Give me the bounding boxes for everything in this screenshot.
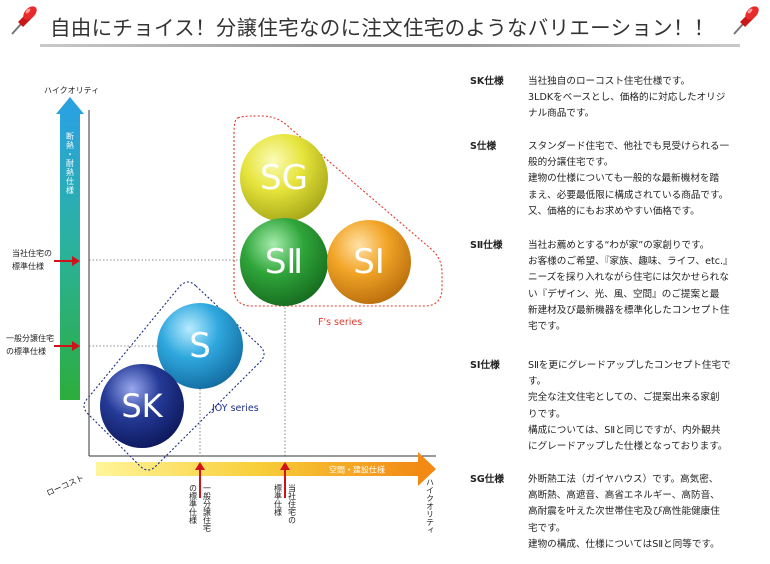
y-marker-arrowhead — [72, 256, 80, 266]
pushpin-icon — [733, 6, 759, 35]
spec-description: 当社お薦めとする“わが家”の家創りです。 お客様のご希望、『家族、趣味、ライフ、… — [528, 238, 766, 335]
spec-name: SⅠ仕様 — [470, 360, 500, 371]
ball-label: S — [189, 326, 211, 366]
spec-line: 当社お薦めとする“わが家”の家創りです。 — [528, 240, 710, 251]
spec-line: 宅です。 — [528, 321, 566, 333]
x-origin-label: ローコスト — [45, 473, 85, 497]
header-divider — [40, 44, 740, 47]
y-axis-arrowhead — [56, 97, 84, 114]
x-axis-label: ハイクオリティ — [426, 478, 435, 534]
spec-description: 外断熱工法（ガイヤハウス）です。高気密、 高断熱、高遮音、高省エネルギー、高防音… — [528, 472, 766, 553]
y-marker-label: の標準仕様 — [6, 346, 46, 356]
spec-line: 高断熱、高遮音、高省エネルギー、高防音、 — [528, 490, 720, 502]
grade-ball-sk: SK — [100, 364, 184, 448]
spec-name: SG仕様 — [470, 474, 504, 485]
spec-line: にグレードアップした仕様となっております。 — [528, 441, 728, 453]
pushpin-icon — [11, 6, 37, 35]
grade-ball-s: S — [157, 303, 243, 389]
ball-label: SⅡ — [265, 242, 303, 282]
y-axis-label: ハイクオリティ — [44, 86, 99, 95]
spec-line: 新建材及び最新機器を標準化したコンセプト住 — [528, 304, 730, 316]
spec-line: 又、価格的にもお求めやすい価格です。 — [528, 205, 700, 217]
spec-line: す。 — [528, 376, 547, 388]
ball-label: SK — [121, 387, 163, 425]
spec-line: 構成については、SⅡと同じですが、内外観共 — [528, 424, 721, 436]
spec-name: SⅡ仕様 — [470, 240, 503, 251]
grade-ball-s2: SⅡ — [240, 218, 328, 306]
x-marker-arrowhead — [280, 462, 290, 470]
x-marker-arrowhead — [195, 462, 205, 470]
x-axis-bar-label: 空間・建設仕様 — [329, 465, 385, 475]
x-axis-arrowhead — [418, 452, 436, 486]
spec-line: お客様のご希望、『家族、趣味、ライフ、etc.』 — [528, 256, 733, 268]
y-marker-label: 標準仕様 — [12, 261, 44, 271]
ball-label: SⅠ — [353, 242, 385, 282]
spec-line: りです。 — [528, 408, 566, 420]
spec-line: 宅です。 — [528, 522, 566, 534]
grade-diagram: ハイクオリティ 断熱・耐熱仕様 当社住宅の 標準仕様 一般分譲住宅 の標準仕様 … — [0, 50, 450, 564]
x-axis-bar — [96, 462, 418, 476]
spec-line: ナル商品です。 — [528, 108, 595, 120]
spec-name: S仕様 — [470, 141, 497, 152]
spec-description: スタンダード住宅で、他社でも見受けられる一 般的分譲住宅です。 建物の仕様につい… — [528, 139, 766, 220]
y-axis-bar — [60, 112, 80, 400]
ball-label: SG — [260, 158, 308, 198]
spec-line: い『デザイン、光、風、空間』のご提案と最 — [528, 288, 720, 300]
y-marker-arrowhead — [72, 341, 80, 351]
spec-line: 高耐震を叶えた次世帯住宅及び高性能健康住 — [528, 506, 720, 518]
spec-name: SK仕様 — [470, 76, 504, 87]
x-marker-label: 当社住宅の — [288, 483, 297, 524]
spec-description: SⅡを更にグレードアップしたコンセプト住宅で す。 完全な注文住宅としての、ご提… — [528, 358, 766, 455]
spec-line: 完全な注文住宅としての、ご提案出来る家創 — [528, 392, 720, 404]
spec-line: 外断熱工法（ガイヤハウス）です。高気密、 — [528, 474, 719, 485]
fs-series-label: F's series — [318, 317, 362, 328]
x-marker-label: 一般分譲住宅 — [203, 484, 212, 532]
y-marker-label: 当社住宅の — [12, 248, 52, 258]
spec-line: 建物の構成、仕様についてはSⅡと同等です。 — [528, 538, 720, 550]
spec-line: 当社独自のローコスト住宅仕様です。 — [528, 76, 691, 87]
x-marker-label: 標準仕様 — [274, 483, 283, 516]
y-marker-label: 一般分譲住宅 — [6, 333, 54, 343]
spec-line: 3LDKをベースとし、価格的に対応したオリジ — [528, 92, 726, 104]
diagram-canvas: ハイクオリティ 断熱・耐熱仕様 当社住宅の 標準仕様 一般分譲住宅 の標準仕様 … — [6, 86, 443, 534]
spec-line: SⅡを更にグレードアップしたコンセプト住宅で — [528, 360, 731, 371]
joy-series-label: JOY series — [211, 403, 259, 414]
spec-line: ニーズを採り入れながら住宅には欠かせられな — [528, 272, 729, 284]
spec-line: スタンダード住宅で、他社でも見受けられる一 — [528, 141, 730, 152]
spec-line: 般的分譲住宅です。 — [528, 157, 614, 169]
x-marker-label: の標準仕様 — [189, 484, 198, 524]
grade-ball-sg: SG — [240, 134, 328, 222]
joy-series-outline — [83, 281, 265, 471]
spec-line: まえ、必要最低限に構成されている商品です。 — [528, 189, 729, 201]
grade-ball-s1: SⅠ — [327, 220, 411, 304]
page-title: 自由にチョイス！分譲住宅なのに注文住宅のようなバリエーション！！ — [50, 16, 715, 40]
page-header: 自由にチョイス！分譲住宅なのに注文住宅のようなバリエーション！！ — [0, 0, 770, 50]
spec-description: 当社独自のローコスト住宅仕様です。 3LDKをベースとし、価格的に対応したオリジ… — [528, 74, 766, 123]
y-axis-bar-label: 断熱・耐熱仕様 — [66, 131, 75, 195]
spec-line: 建物の仕様についても一般的な最新機材を踏 — [528, 173, 720, 185]
